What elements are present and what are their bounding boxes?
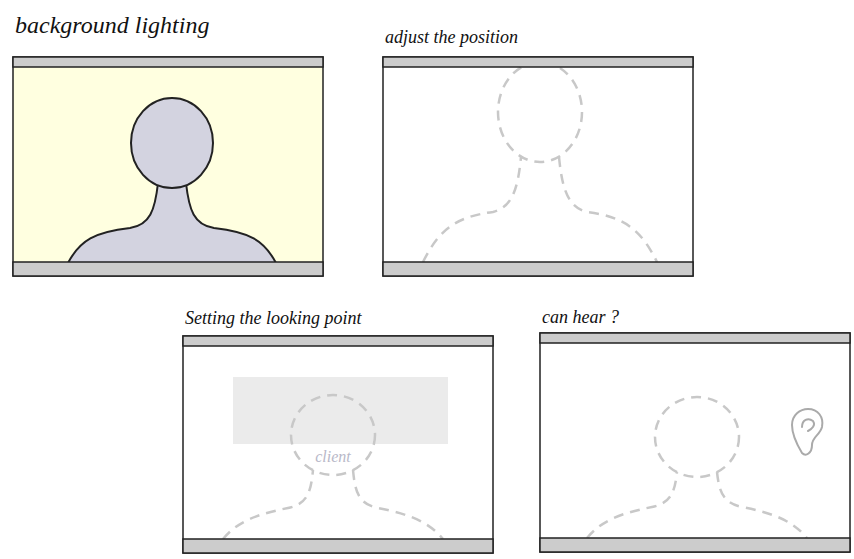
panel-heading: adjust the position bbox=[385, 27, 518, 49]
panel-frame bbox=[540, 333, 850, 552]
client-label: client bbox=[289, 447, 377, 466]
screen-panel: adjust the position bbox=[383, 57, 693, 276]
screen-panel: can hear ? bbox=[540, 333, 850, 552]
panel-heading: Setting the looking point bbox=[185, 308, 361, 330]
panel-frame bbox=[383, 57, 693, 276]
panel-frame bbox=[13, 57, 323, 276]
panel-heading: background lighting bbox=[15, 11, 209, 40]
panel-frame bbox=[183, 336, 493, 553]
screen-panel: background lighting bbox=[13, 57, 323, 276]
screen-panel: Setting the looking pointclient bbox=[183, 336, 493, 553]
client-marker: client bbox=[289, 447, 377, 471]
panel-heading: can hear ? bbox=[542, 307, 619, 329]
ear-icon bbox=[792, 409, 822, 455]
